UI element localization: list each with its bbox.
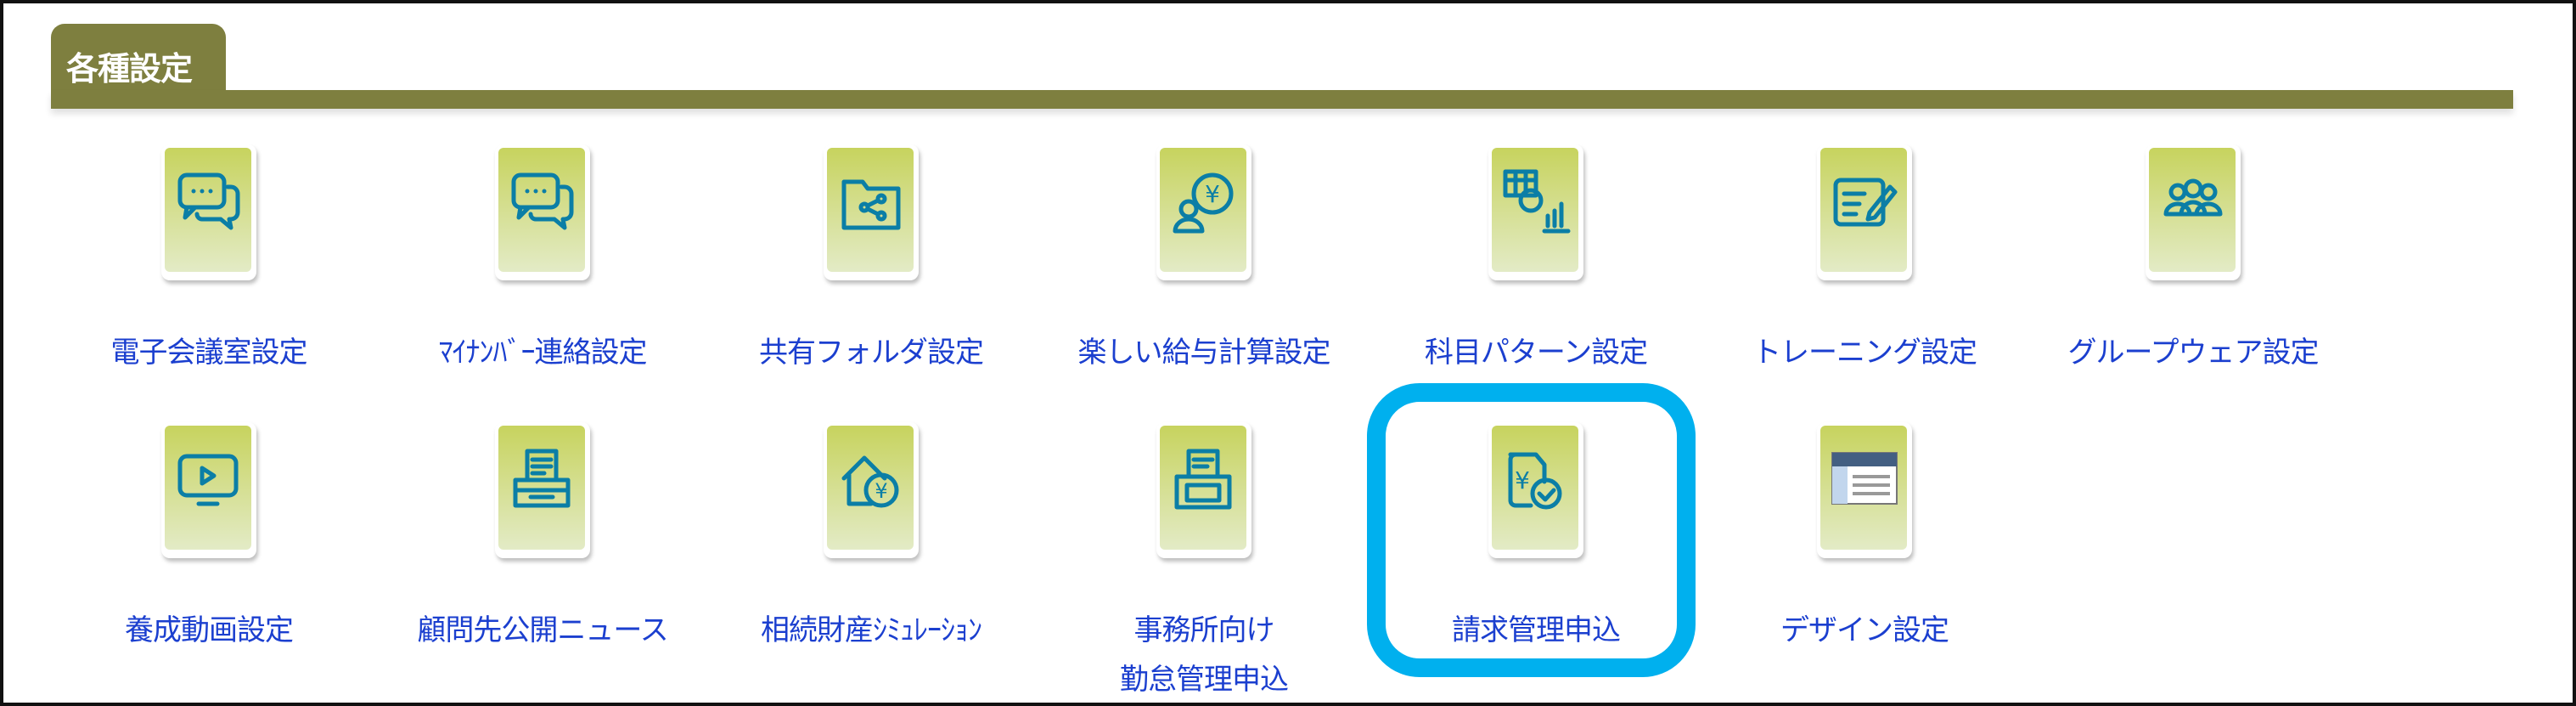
shared-folder-icon [841, 179, 901, 230]
svg-text:¥: ¥ [1205, 180, 1220, 208]
layout-icon [1831, 452, 1898, 505]
icon-tile[interactable]: ¥ [824, 422, 919, 558]
timecard-icon [1174, 449, 1232, 510]
icon-tile[interactable]: ¥ [1156, 144, 1251, 280]
group-icon [2163, 178, 2223, 217]
settings-item[interactable]: 電子会議室設定 [44, 144, 374, 377]
label-line[interactable]: 養成動画設定 [125, 613, 294, 647]
icon-tile[interactable] [1817, 144, 1912, 280]
settings-item-label[interactable]: 共有フォルダ設定 [706, 328, 1036, 377]
icon-tile[interactable] [161, 144, 256, 280]
icon-tile[interactable] [495, 144, 590, 280]
label-line[interactable]: ﾏｲﾅﾝﾊﾞｰ連絡設定 [438, 336, 648, 370]
label-line[interactable]: 楽しい給与計算設定 [1077, 336, 1331, 370]
icon-tile[interactable] [495, 422, 590, 558]
settings-item[interactable]: ﾏｲﾅﾝﾊﾞｰ連絡設定 [378, 144, 707, 377]
settings-item[interactable]: トレーニング設定 [1700, 144, 2029, 377]
label-line-2[interactable]: 勤怠管理申込 [1120, 663, 1289, 697]
label-line[interactable]: 請求管理申込 [1452, 613, 1621, 647]
settings-item-label[interactable]: デザイン設定 [1700, 606, 2029, 655]
printer-document-icon [513, 449, 571, 508]
settings-item[interactable]: 共有フォルダ設定 [706, 144, 1036, 377]
spreadsheet-chart-icon [1503, 169, 1571, 234]
settings-item[interactable]: 科目パターン設定 [1371, 144, 1701, 377]
label-line[interactable]: トレーニング設定 [1752, 336, 1977, 370]
chat-bubbles-icon [177, 172, 240, 230]
icon-tile[interactable] [161, 422, 256, 558]
label-line[interactable]: 事務所向け [1133, 613, 1275, 647]
settings-item[interactable]: グループウェア設定 [2028, 144, 2358, 377]
chat-bubbles-icon [511, 172, 574, 230]
settings-item[interactable]: 顧問先公開ニュース [378, 422, 707, 655]
user-yen-icon: ¥ [1173, 172, 1234, 234]
settings-item[interactable]: 事務所向け勤怠管理申込 [1039, 422, 1369, 704]
icon-tile[interactable]: ¥ [1488, 422, 1583, 558]
edit-document-icon [1833, 178, 1898, 227]
label-line[interactable]: デザイン設定 [1780, 613, 1949, 647]
invoice-check-icon: ¥ [1508, 452, 1562, 510]
label-line[interactable]: 科目パターン設定 [1424, 336, 1648, 370]
settings-item-label[interactable]: ﾏｲﾅﾝﾊﾞｰ連絡設定 [378, 328, 707, 377]
label-line[interactable]: 顧問先公開ニュース [417, 613, 668, 647]
settings-item-label[interactable]: 相続財産ｼﾐｭﾚｰｼｮﾝ [706, 606, 1036, 655]
settings-item-label[interactable]: 養成動画設定 [44, 606, 374, 655]
icon-tile[interactable] [1488, 144, 1583, 280]
label-line[interactable]: 電子会議室設定 [110, 336, 308, 370]
video-icon [177, 454, 239, 506]
settings-item-label[interactable]: グループウェア設定 [2028, 328, 2358, 377]
icon-tile[interactable] [824, 144, 919, 280]
settings-item[interactable]: デザイン設定 [1700, 422, 2029, 655]
label-line[interactable]: 相続財産ｼﾐｭﾚｰｼｮﾝ [761, 613, 982, 647]
settings-item[interactable]: ¥ 楽しい給与計算設定 [1039, 144, 1369, 377]
settings-item-label[interactable]: 電子会議室設定 [44, 328, 374, 377]
icon-tile[interactable] [2146, 144, 2241, 280]
label-line[interactable]: グループウェア設定 [2067, 336, 2320, 370]
settings-item[interactable]: ¥ 請求管理申込 [1371, 422, 1701, 655]
settings-item-label[interactable]: 楽しい給与計算設定 [1039, 328, 1369, 377]
settings-item[interactable]: 養成動画設定 [44, 422, 374, 655]
label-line[interactable]: 共有フォルダ設定 [759, 336, 984, 370]
highlight-box [1367, 383, 1696, 677]
settings-item-label[interactable]: 顧問先公開ニュース [378, 606, 707, 655]
section-title: 各種設定 [66, 50, 193, 88]
settings-item[interactable]: ¥ 相続財産ｼﾐｭﾚｰｼｮﾝ [706, 422, 1036, 655]
icon-tile[interactable] [1156, 422, 1251, 558]
section-tab: 各種設定 [51, 24, 226, 97]
section-bar [51, 90, 2513, 109]
svg-text:¥: ¥ [875, 479, 887, 503]
house-yen-icon: ¥ [841, 455, 899, 508]
icon-tile[interactable] [1817, 422, 1912, 558]
settings-item-label[interactable]: 事務所向け勤怠管理申込 [1039, 606, 1369, 704]
settings-item-label[interactable]: 請求管理申込 [1371, 606, 1701, 655]
svg-text:¥: ¥ [1515, 466, 1530, 494]
settings-item-label[interactable]: 科目パターン設定 [1371, 328, 1701, 377]
settings-item-label[interactable]: トレーニング設定 [1700, 328, 2029, 377]
